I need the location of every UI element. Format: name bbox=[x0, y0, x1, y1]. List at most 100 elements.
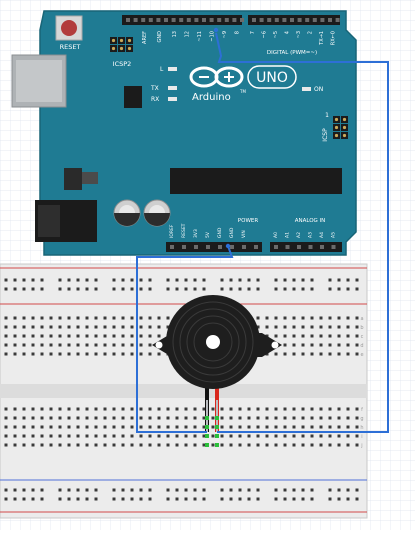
digital-pin-label: 4 bbox=[285, 31, 291, 34]
rail-hole bbox=[67, 497, 71, 501]
hole bbox=[103, 443, 107, 447]
hole bbox=[67, 443, 71, 447]
hole bbox=[94, 352, 98, 356]
hole bbox=[346, 334, 350, 338]
hole bbox=[337, 434, 341, 438]
hole bbox=[202, 434, 206, 438]
hole bbox=[85, 316, 89, 320]
rail-hole bbox=[184, 488, 188, 492]
rail-hole bbox=[13, 278, 17, 282]
rail-hole bbox=[346, 488, 350, 492]
hole bbox=[274, 334, 278, 338]
hole bbox=[355, 425, 359, 429]
hole bbox=[337, 325, 341, 329]
hole bbox=[193, 425, 197, 429]
breadboard-center-channel bbox=[0, 384, 367, 398]
icsp-label: ICSP bbox=[322, 128, 329, 142]
usb-chip bbox=[124, 86, 142, 108]
rail-hole bbox=[310, 488, 314, 492]
hole bbox=[31, 434, 35, 438]
digital-pin-label: ~10 bbox=[210, 31, 216, 42]
hole bbox=[319, 434, 323, 438]
hole bbox=[76, 316, 80, 320]
rail-hole bbox=[31, 488, 35, 492]
hole bbox=[193, 407, 197, 411]
hole bbox=[166, 416, 170, 420]
hole bbox=[220, 443, 224, 447]
rail-hole bbox=[13, 497, 17, 501]
hole bbox=[337, 343, 341, 347]
hole bbox=[148, 407, 152, 411]
rail-hole bbox=[220, 497, 224, 501]
hole bbox=[247, 416, 251, 420]
hole bbox=[256, 434, 260, 438]
hole bbox=[85, 325, 89, 329]
hole bbox=[22, 425, 26, 429]
hole bbox=[49, 407, 53, 411]
digital-pin-label: ~6 bbox=[262, 31, 268, 38]
hole bbox=[337, 334, 341, 338]
hole bbox=[13, 334, 17, 338]
hole bbox=[76, 434, 80, 438]
hole bbox=[229, 407, 233, 411]
rail-hole bbox=[301, 488, 305, 492]
hole bbox=[319, 334, 323, 338]
hole bbox=[22, 334, 26, 338]
rail-hole bbox=[274, 488, 278, 492]
hole bbox=[256, 416, 260, 420]
hole bbox=[283, 334, 287, 338]
header-pin bbox=[282, 18, 287, 22]
hole bbox=[283, 325, 287, 329]
hole bbox=[283, 407, 287, 411]
hole bbox=[40, 434, 44, 438]
wire-pin9-to-buzzer-positive[interactable] bbox=[215, 32, 389, 433]
header-pin bbox=[186, 18, 191, 22]
rail-hole bbox=[256, 488, 260, 492]
rail-hole bbox=[22, 497, 26, 501]
trademark-label: TM bbox=[239, 89, 246, 94]
rail-hole bbox=[355, 287, 359, 291]
rail-hole bbox=[229, 287, 233, 291]
hole bbox=[13, 407, 17, 411]
rail-hole bbox=[292, 287, 296, 291]
hole bbox=[40, 334, 44, 338]
hole bbox=[346, 352, 350, 356]
hole bbox=[94, 407, 98, 411]
hole bbox=[193, 416, 197, 420]
row-letter: j bbox=[360, 443, 362, 449]
rail-hole bbox=[355, 278, 359, 282]
reset-button-cap[interactable] bbox=[61, 20, 77, 36]
rail-hole bbox=[256, 278, 260, 282]
header-pin bbox=[290, 18, 294, 22]
connected-hole bbox=[205, 443, 209, 447]
hole bbox=[310, 352, 314, 356]
hole bbox=[49, 352, 53, 356]
hole bbox=[274, 325, 278, 329]
hole bbox=[346, 416, 350, 420]
hole bbox=[49, 443, 53, 447]
rail-hole bbox=[346, 278, 350, 282]
led-rx-label: RX bbox=[151, 96, 159, 103]
hole bbox=[328, 434, 332, 438]
rail-hole bbox=[4, 497, 8, 501]
wire-gnd-to-buzzer-negative[interactable] bbox=[136, 245, 234, 433]
rail-hole bbox=[256, 497, 260, 501]
header-pin bbox=[274, 18, 279, 22]
hole bbox=[310, 434, 314, 438]
header-pin bbox=[320, 18, 325, 22]
hole bbox=[139, 407, 143, 411]
hole bbox=[76, 443, 80, 447]
hole bbox=[229, 443, 233, 447]
hole bbox=[202, 443, 206, 447]
hole bbox=[265, 443, 269, 447]
led-l bbox=[168, 67, 177, 71]
hole bbox=[157, 425, 161, 429]
rail-hole bbox=[301, 497, 305, 501]
rail-hole bbox=[121, 497, 125, 501]
hole bbox=[31, 425, 35, 429]
power-pin-label: IOREF bbox=[169, 224, 175, 238]
rail-hole bbox=[121, 287, 125, 291]
hole bbox=[202, 416, 206, 420]
hole bbox=[58, 434, 62, 438]
